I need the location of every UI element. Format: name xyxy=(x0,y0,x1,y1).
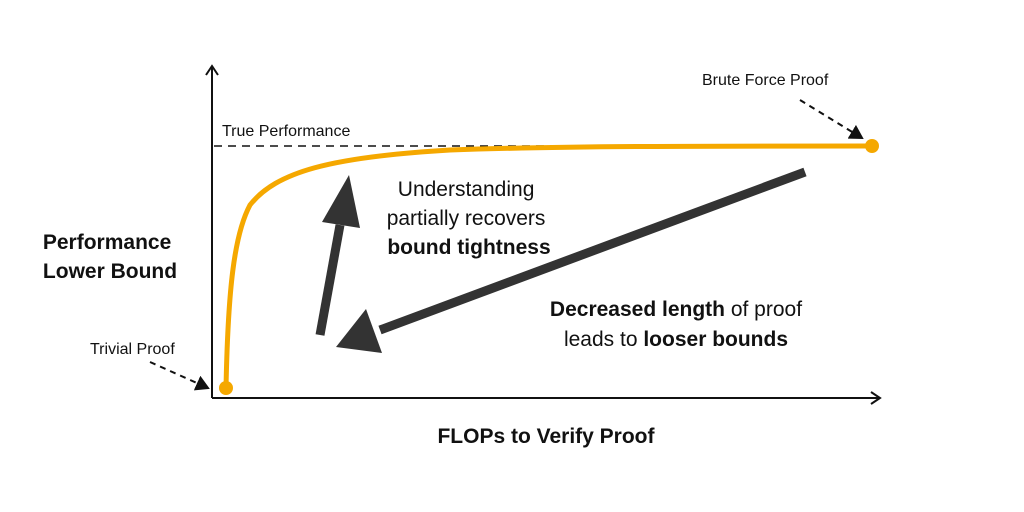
trivial-proof-pointer xyxy=(149,361,210,391)
understanding-line-1: Understanding xyxy=(398,178,535,201)
decreased-line-1-bold: Decreased length xyxy=(550,298,725,321)
brute-force-proof-pointer xyxy=(799,99,864,140)
trivial-proof-point xyxy=(219,381,233,395)
understanding-annotation: Understanding partially recovers bound t… xyxy=(387,178,552,259)
decreased-line-1-rest: of proof xyxy=(725,298,802,321)
y-axis-label-line-2: Lower Bound xyxy=(43,260,177,283)
decreased-line-2-start: leads to xyxy=(564,328,643,351)
performance-curve xyxy=(223,143,875,391)
understanding-arrow-shaft xyxy=(315,224,345,336)
y-axis-label: Performance Lower Bound xyxy=(43,231,177,283)
decreased-line-2-bold: looser bounds xyxy=(643,328,788,351)
brute-force-proof-point xyxy=(865,139,879,153)
decreased-annotation-line-1: Decreased length of proof xyxy=(550,298,802,321)
x-axis-label: FLOPs to Verify Proof xyxy=(437,425,655,448)
true-performance-label: True Performance xyxy=(222,123,350,140)
understanding-arrow-head xyxy=(322,175,360,228)
decreased-arrow-head xyxy=(336,309,382,353)
y-axis-label-line-1: Performance xyxy=(43,231,171,254)
trivial-proof-label: Trivial Proof xyxy=(90,341,175,358)
understanding-line-2: partially recovers xyxy=(387,207,546,230)
decreased-arrow-shaft xyxy=(378,167,807,335)
decreased-annotation-line-2: leads to looser bounds xyxy=(564,328,788,351)
brute-force-proof-label: Brute Force Proof xyxy=(702,72,829,89)
understanding-line-3: bound tightness xyxy=(387,236,550,259)
